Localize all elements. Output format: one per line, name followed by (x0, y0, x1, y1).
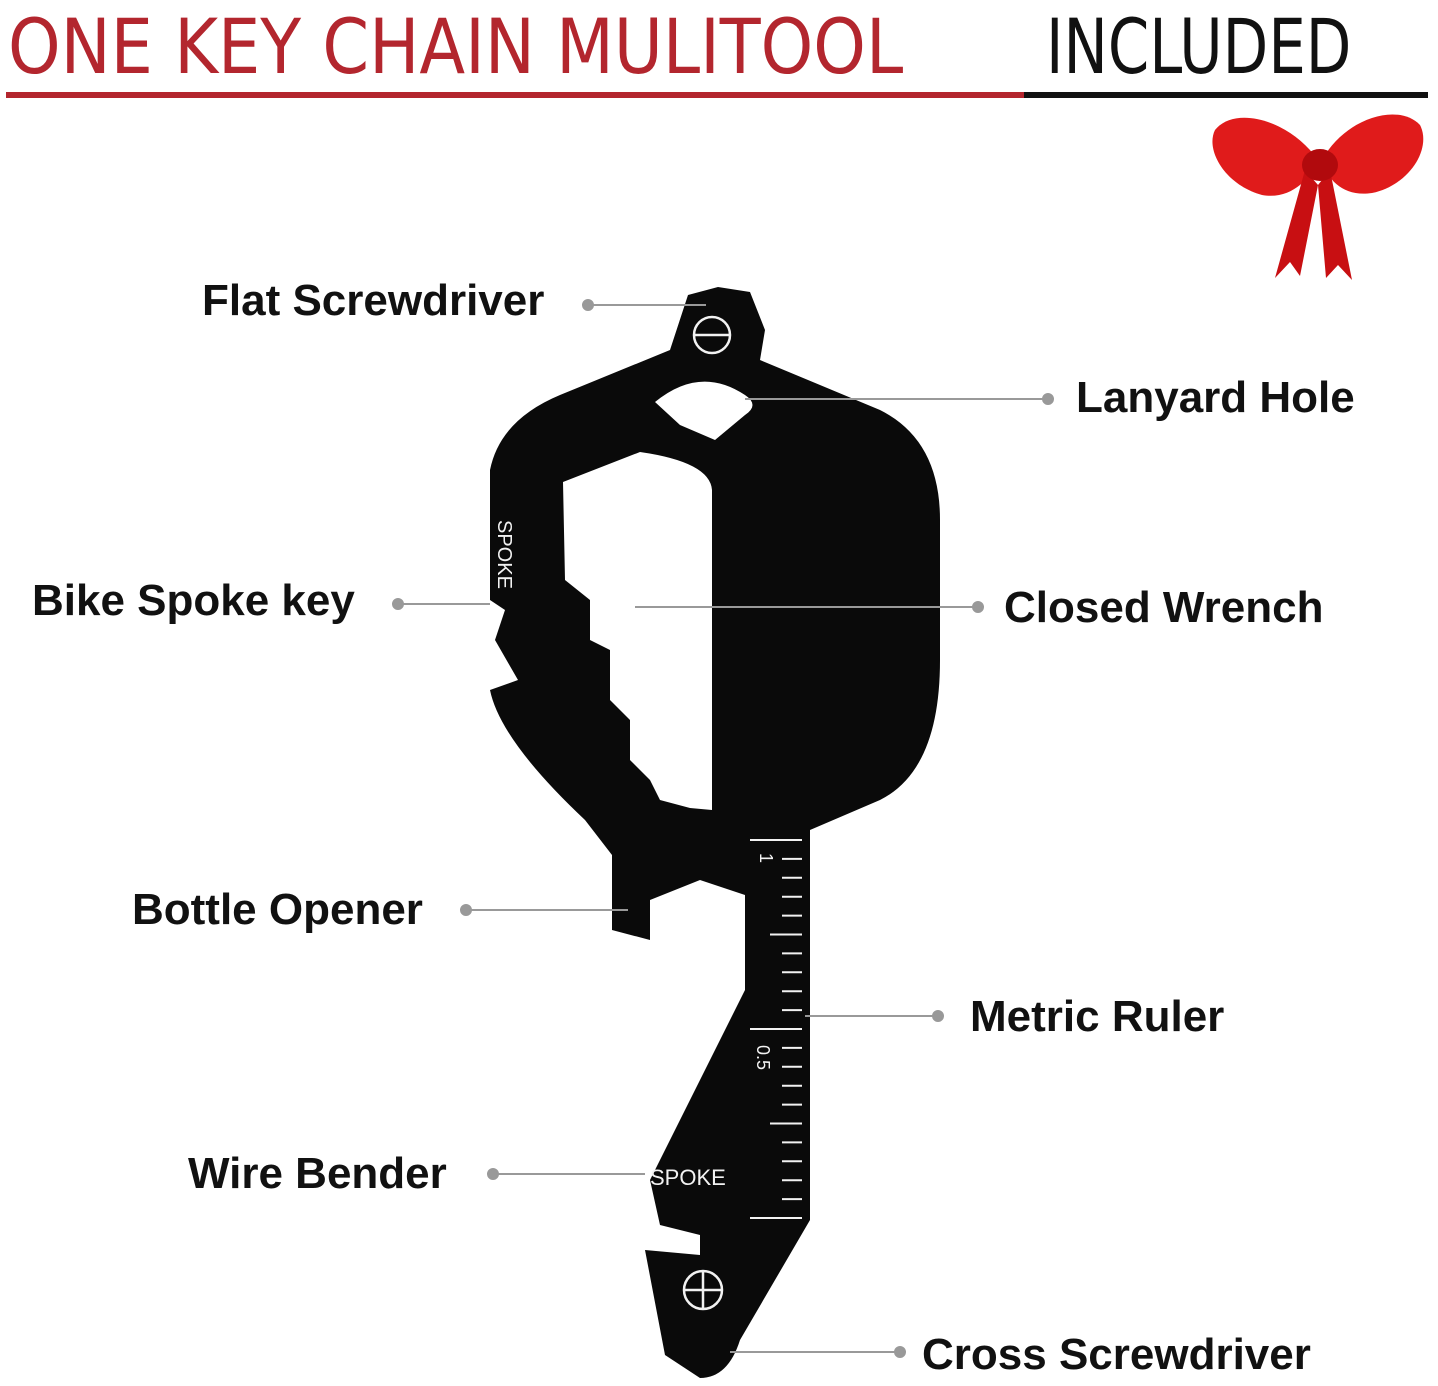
multitool-key: SPOKE SPOKE 1 0.5 (490, 287, 940, 1378)
spoke-engraving-top: SPOKE (493, 520, 515, 589)
headline: ONE KEY CHAIN MULITOOL INCLUDED (0, 0, 1438, 100)
headline-red-text: ONE KEY CHAIN MULITOOL (8, 2, 904, 91)
closed-wrench-cutout (563, 452, 712, 810)
headline-underline-red (6, 92, 1024, 98)
callout-metric-ruler: Metric Ruler (970, 992, 1225, 1041)
callout-wire-bender: Wire Bender (188, 1149, 447, 1198)
spoke-engraving-bottom: SPOKE (650, 1165, 726, 1190)
gift-bow-icon (1212, 114, 1424, 280)
multitool-body (490, 287, 940, 1378)
headline-underline-black (1024, 92, 1428, 98)
callout-cross-screwdriver: Cross Screwdriver (922, 1330, 1311, 1379)
headline-black-text: INCLUDED (1046, 2, 1352, 91)
ruler-mark-1: 1 (756, 853, 776, 863)
callout-bike-spoke-key: Bike Spoke key (32, 576, 355, 625)
callout-flat-screwdriver: Flat Screwdriver (202, 276, 545, 325)
ruler-mark-half: 0.5 (753, 1045, 773, 1070)
callout-bottle-opener: Bottle Opener (132, 885, 423, 934)
callout-lanyard-hole: Lanyard Hole (1076, 373, 1355, 422)
leader-lines (392, 299, 1054, 1358)
metric-ruler-ticks (750, 839, 802, 1219)
callout-closed-wrench: Closed Wrench (1004, 583, 1324, 632)
lanyard-hole (655, 381, 753, 440)
